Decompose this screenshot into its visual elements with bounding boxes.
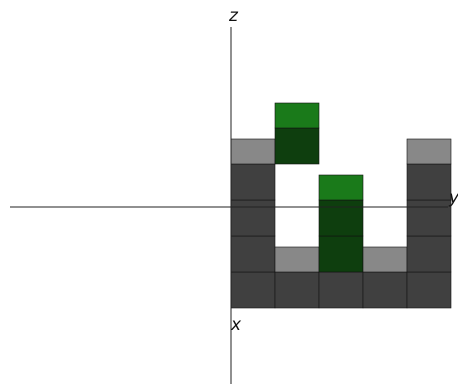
floating-block-front [274,127,320,165]
column-1-block-front [274,271,320,309]
column-2-block-top [318,174,364,201]
y-axis-label: y [448,188,458,208]
column-4-block-front [406,235,452,273]
column-2-block-front [318,235,364,273]
column-4-block-front [406,199,452,237]
column-3-block-front [362,271,408,309]
z-axis-label: z [228,6,239,26]
axes: z x y [10,6,458,384]
x-axis-label: x [230,315,242,335]
column-3-block-top [362,246,408,273]
floating-block-top [274,102,320,129]
column-0-block-top [230,138,276,165]
column-1-block-top [274,246,320,273]
column-4-block-front [406,163,452,201]
column-2-block-front [318,199,364,237]
column-4-block-front [406,271,452,309]
column-0-block-front [230,235,276,273]
column-0-block-front [230,163,276,201]
voxel-blocks [230,102,452,309]
column-0-block-front [230,271,276,309]
column-0-block-front [230,199,276,237]
column-4-block-top [406,138,452,165]
column-2-block-front [318,271,364,309]
